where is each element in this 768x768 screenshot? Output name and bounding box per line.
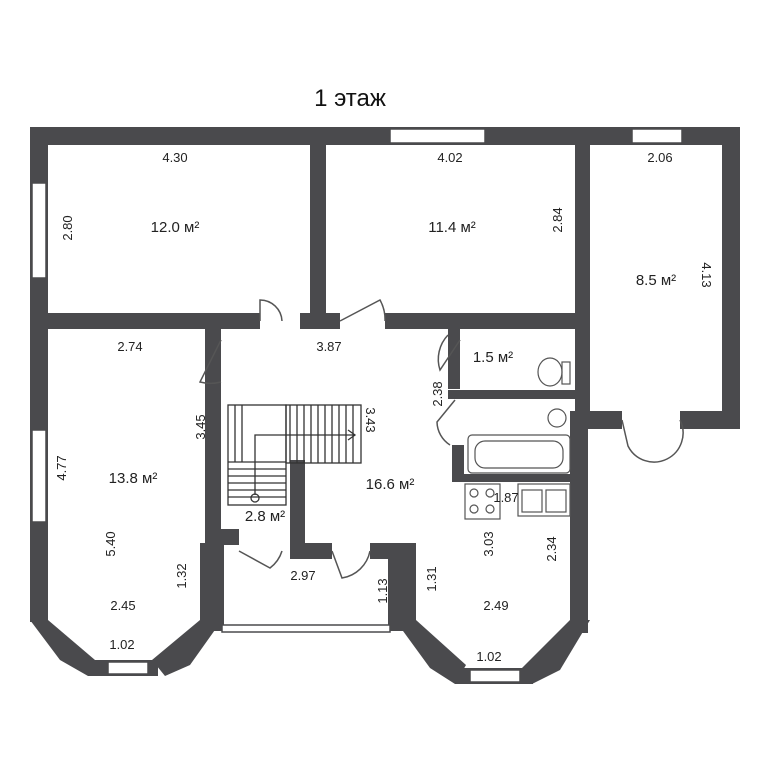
windows <box>31 128 683 683</box>
dimension-label: 2.80 <box>60 215 75 240</box>
dimension-label: 2.06 <box>647 150 672 165</box>
dimension-label: 3.43 <box>363 407 378 432</box>
dimension-label: 1.02 <box>109 637 134 652</box>
dimension-label: 1.02 <box>476 649 501 664</box>
dimension-label: 1.31 <box>424 566 439 591</box>
room-area-label: 8.5 м² <box>636 272 676 289</box>
area-labels: 12.0 м² 11.4 м² 8.5 м² 13.8 м² 1.5 м² 2.… <box>109 219 677 525</box>
dimension-label: 3.87 <box>316 339 341 354</box>
staircase <box>227 404 362 506</box>
room-area-label: 2.8 м² <box>245 508 285 525</box>
dimension-label: 1.32 <box>174 563 189 588</box>
room-area-label: 1.5 м² <box>473 349 513 366</box>
dimension-label: 4.02 <box>437 150 462 165</box>
dimension-label: 1.13 <box>375 578 390 603</box>
dimension-label: 2.74 <box>117 339 142 354</box>
doors <box>198 298 684 579</box>
fixtures <box>464 357 571 520</box>
dimension-label: 1.87 <box>493 490 518 505</box>
dimension-label: 2.84 <box>550 207 565 232</box>
dimension-label: 2.97 <box>290 568 315 583</box>
dimension-label: 5.40 <box>103 531 118 556</box>
dimension-label: 2.38 <box>430 381 445 406</box>
dimension-label: 4.77 <box>54 455 69 480</box>
floor-title: 1 этаж <box>314 85 386 112</box>
dimension-label: 2.49 <box>483 598 508 613</box>
dimension-label: 4.30 <box>162 150 187 165</box>
room-area-label: 16.6 м² <box>366 476 415 493</box>
dimension-label: 2.45 <box>110 598 135 613</box>
dimension-label: 4.13 <box>699 262 714 287</box>
room-area-label: 12.0 м² <box>151 219 200 236</box>
dimension-label: 2.34 <box>544 536 559 561</box>
room-area-label: 11.4 м² <box>428 219 476 236</box>
dimension-labels: 4.30 2.80 4.02 2.84 2.06 4.13 2.74 3.45 … <box>54 150 714 664</box>
dimension-label: 3.45 <box>193 414 208 439</box>
dimension-label: 3.03 <box>481 531 496 556</box>
room-area-label: 13.8 м² <box>109 470 158 487</box>
